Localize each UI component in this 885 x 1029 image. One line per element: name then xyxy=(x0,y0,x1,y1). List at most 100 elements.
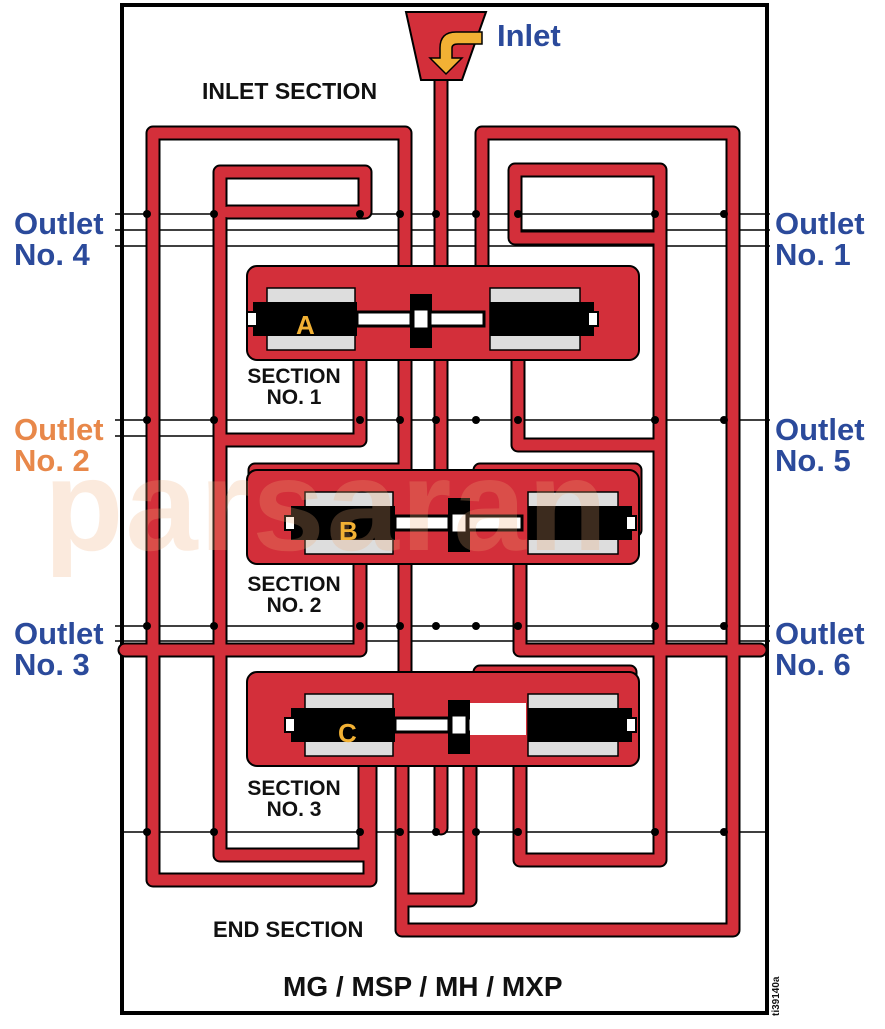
watermark: parsaran xyxy=(44,432,610,578)
outlet-no-5-line1: Outlet xyxy=(775,412,865,447)
spool-a-right-rod xyxy=(428,310,486,328)
junction-dot-0-1 xyxy=(210,210,218,218)
junction-dot-2-8 xyxy=(720,622,728,630)
junction-dot-0-5 xyxy=(472,210,480,218)
spool-b-right-rod xyxy=(466,514,524,532)
spool-a-left-plug xyxy=(246,311,258,327)
spool-a-left-piston xyxy=(253,302,357,336)
junction-dot-3-0 xyxy=(143,828,151,836)
figure-code: ti39140a xyxy=(771,976,782,1016)
section1-label: SECTION NO. 1 xyxy=(238,366,350,408)
junction-dot-3-3 xyxy=(396,828,404,836)
junction-dot-1-2 xyxy=(356,416,364,424)
junction-dot-3-8 xyxy=(720,828,728,836)
junction-dot-0-6 xyxy=(514,210,522,218)
junction-dot-1-4 xyxy=(432,416,440,424)
spool-b-right-plug xyxy=(625,515,637,531)
spools xyxy=(246,287,637,757)
junction-dot-2-4 xyxy=(432,622,440,630)
section2-right-down xyxy=(514,554,766,656)
section3-line1: SECTION xyxy=(247,777,341,800)
junction-dot-1-1 xyxy=(210,416,218,424)
junction-dot-0-2 xyxy=(356,210,364,218)
spool-a-right-plug xyxy=(587,311,599,327)
section1-right-link xyxy=(512,344,666,451)
spool-b-left-piston xyxy=(291,506,395,540)
outlet-no-2-label: Outlet No. 2 xyxy=(14,414,104,476)
section3-label: SECTION NO. 3 xyxy=(238,778,350,820)
junction-dot-0-3 xyxy=(396,210,404,218)
junction-dot-0-4 xyxy=(432,210,440,218)
junction-dot-0-0 xyxy=(143,210,151,218)
outlet-no-2-line1: Outlet xyxy=(14,412,104,447)
section2-left-out xyxy=(119,554,366,656)
junction-dot-2-5 xyxy=(472,622,480,630)
junction-dot-2-3 xyxy=(396,622,404,630)
inlet-label: Inlet xyxy=(497,18,561,53)
junction-dot-2-6 xyxy=(514,622,522,630)
section2-line2: NO. 2 xyxy=(266,594,322,617)
spool-c-left-rod xyxy=(393,716,451,734)
inlet-section-label: INLET SECTION xyxy=(202,78,378,104)
junction-dot-2-7 xyxy=(651,622,659,630)
outlet-no-4-label: Outlet No. 4 xyxy=(14,208,104,270)
spool-c-left-piston xyxy=(291,708,395,742)
junction-dot-1-3 xyxy=(396,416,404,424)
model-footer: MG / MSP / MH / MXP xyxy=(283,971,563,1002)
outlet-no-4-line1: Outlet xyxy=(14,206,104,241)
outlet-no-6-label: Outlet No. 6 xyxy=(775,618,865,680)
spool-b-center-port xyxy=(451,513,467,533)
junction-dot-3-6 xyxy=(514,828,522,836)
right-inner-loop xyxy=(509,164,666,646)
spool-a-center-port xyxy=(413,309,429,329)
outlet-no-5-line2: No. 5 xyxy=(775,443,851,478)
spool-c-right-plug xyxy=(625,717,637,733)
outlet-no-3-label: Outlet No. 3 xyxy=(14,618,104,680)
outlet-no-5-label: Outlet No. 5 xyxy=(775,414,865,476)
junction-dot-3-5 xyxy=(472,828,480,836)
junction-dot-1-6 xyxy=(514,416,522,424)
junction-dot-1-5 xyxy=(472,416,480,424)
end-loop xyxy=(396,754,476,906)
junction-dot-3-2 xyxy=(356,828,364,836)
junction-dot-3-1 xyxy=(210,828,218,836)
spool-c-right-piston xyxy=(528,708,632,742)
spool-a-label: A xyxy=(296,310,315,340)
spool-b-left-plug xyxy=(284,515,296,531)
spool-a-left-rod xyxy=(355,310,413,328)
section2-label: SECTION NO. 2 xyxy=(238,574,350,616)
junction-dot-0-7 xyxy=(651,210,659,218)
outlet-no-6-line1: Outlet xyxy=(775,616,865,651)
section3-down xyxy=(514,634,666,866)
section1-line2: NO. 1 xyxy=(266,386,322,409)
section2-line1: SECTION xyxy=(247,573,341,596)
section3-gap xyxy=(470,703,526,735)
outlet-no-3-line1: Outlet xyxy=(14,616,104,651)
outlet-no-3-line2: No. 3 xyxy=(14,647,90,682)
junction-dot-1-0 xyxy=(143,416,151,424)
spool-c-left-plug xyxy=(284,717,296,733)
outlet-no-2-line2: No. 2 xyxy=(14,443,90,478)
junction-dot-1-7 xyxy=(651,416,659,424)
spool-b-right-piston xyxy=(528,506,632,540)
spool-c-label: C xyxy=(338,718,357,748)
junction-dot-1-8 xyxy=(720,416,728,424)
section3-line2: NO. 3 xyxy=(266,798,322,821)
end-section-label: END SECTION xyxy=(213,917,364,942)
section1-line1: SECTION xyxy=(247,365,341,388)
inlet-arrow-icon xyxy=(428,31,483,76)
junction-dot-2-1 xyxy=(210,622,218,630)
junction-dot-3-7 xyxy=(651,828,659,836)
junction-dot-2-0 xyxy=(143,622,151,630)
junction-dot-0-8 xyxy=(720,210,728,218)
bore-junction-dots xyxy=(143,210,728,836)
outlet-no-1-line1: Outlet xyxy=(775,206,865,241)
spool-b-label: B xyxy=(339,516,358,546)
left-inner-loop xyxy=(214,166,371,446)
outlet-no-6-line2: No. 6 xyxy=(775,647,851,682)
spool-c-center-port xyxy=(451,715,467,735)
outlet-no-1-line2: No. 1 xyxy=(775,237,851,272)
outlet-no-1-label: Outlet No. 1 xyxy=(775,208,865,270)
